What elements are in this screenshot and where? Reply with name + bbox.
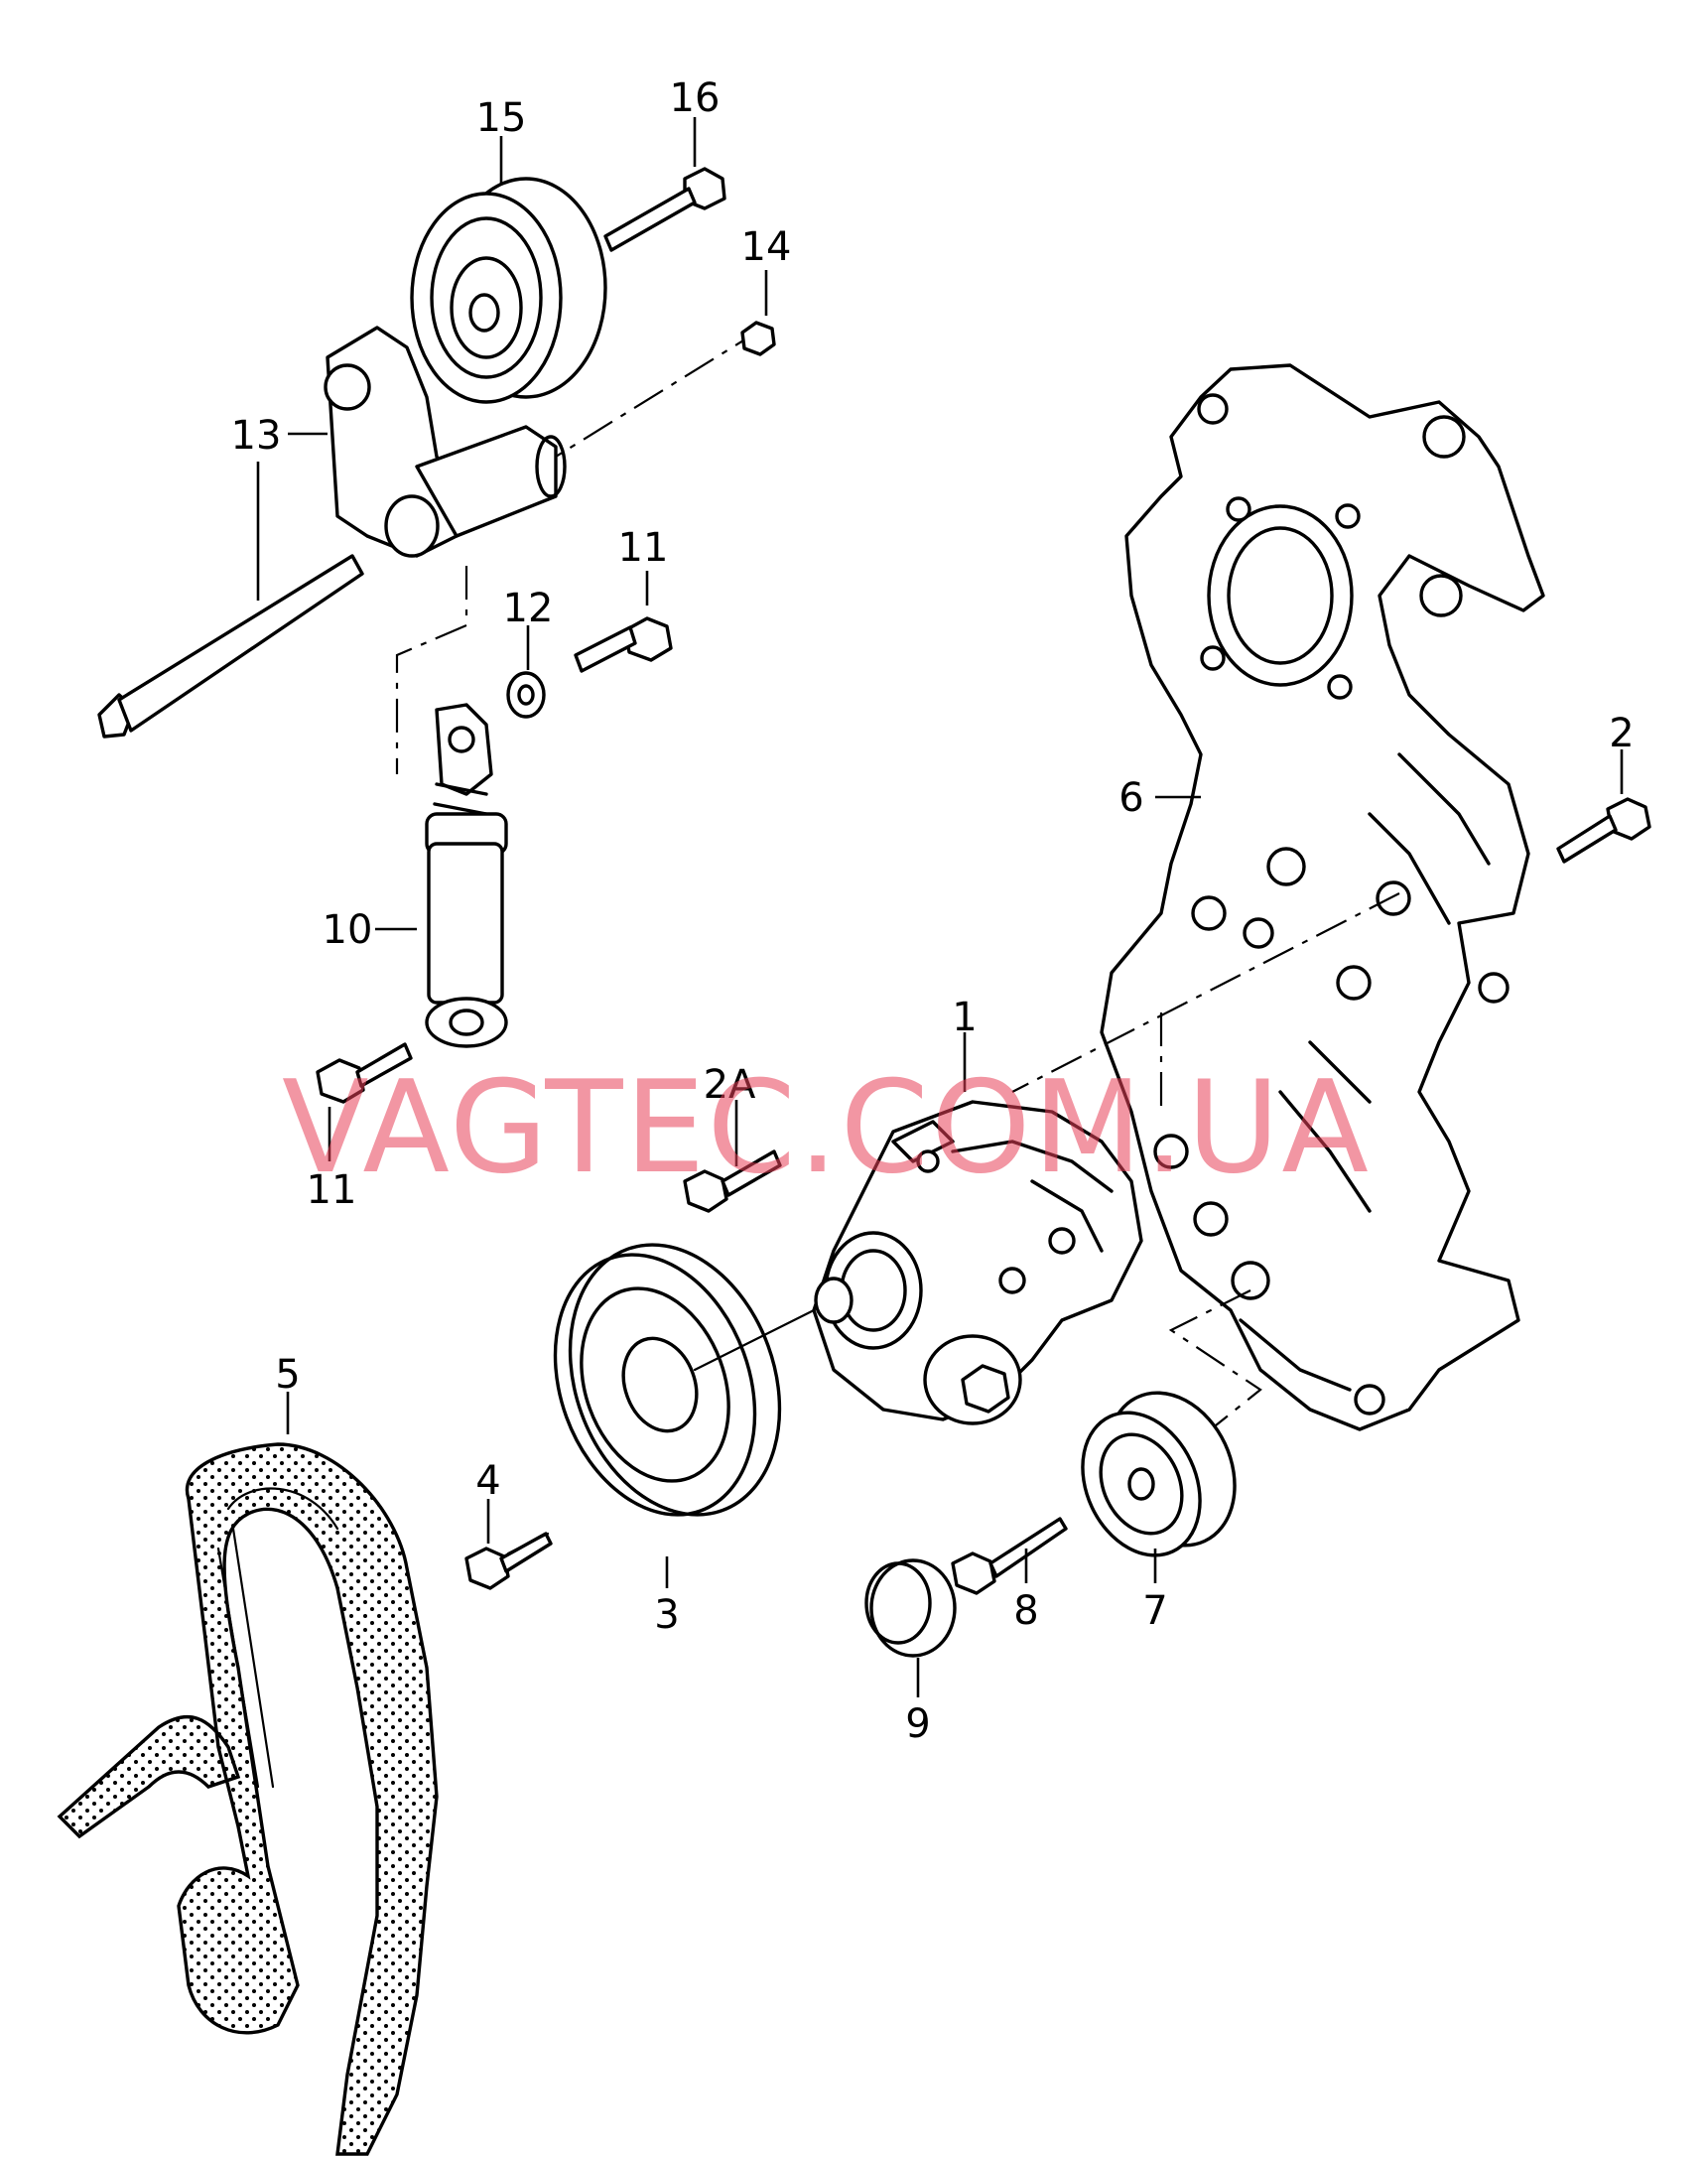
bolt-part-11-upper [574, 616, 673, 673]
callout-5: 5 [275, 1352, 300, 1398]
leader-lines [256, 117, 1624, 1697]
washer-part-12 [506, 671, 546, 719]
cap-part-9 [864, 1558, 957, 1658]
callout-2: 2 [1609, 711, 1634, 756]
bolt-part-16 [603, 167, 726, 252]
bolt-part-2a [683, 1149, 782, 1213]
pulley-part-15 [410, 177, 607, 404]
callout-3: 3 [654, 1592, 679, 1638]
pump-part-1 [812, 1100, 1143, 1425]
bolt-part-8 [951, 1517, 1068, 1595]
watermark: VAGTEC.COM.UA [282, 1054, 1371, 1202]
callout-2a: 2A [704, 1062, 756, 1108]
callout-8: 8 [1013, 1588, 1038, 1634]
belt-part-5 [57, 1442, 439, 2156]
callout-6: 6 [1118, 775, 1143, 821]
bracket-part-6 [1100, 363, 1545, 1431]
callout-13: 13 [231, 413, 282, 459]
callout-11-lower: 11 [307, 1167, 357, 1213]
callout-9: 9 [905, 1701, 930, 1747]
tensioner-arm-part-13 [97, 326, 567, 739]
callout-12: 12 [503, 586, 554, 631]
bolt-part-4 [464, 1499, 553, 1590]
damper-part-10 [425, 703, 508, 1048]
callout-4: 4 [475, 1458, 500, 1504]
callout-15: 15 [476, 95, 527, 141]
bolt-part-11-lower [316, 1042, 413, 1104]
callout-7: 7 [1142, 1588, 1167, 1634]
callout-labels: 1 2 2A 3 4 5 6 7 8 9 10 11 11 12 13 14 1… [231, 75, 1635, 1747]
pulley-part-3 [553, 1243, 816, 1517]
nut-part-14 [740, 321, 776, 356]
bolt-part-2 [1556, 797, 1651, 864]
callout-11-upper: 11 [618, 525, 669, 571]
assembly-lines [395, 327, 1400, 1430]
callout-14: 14 [741, 224, 792, 270]
callout-16: 16 [670, 75, 721, 121]
roller-part-7 [1081, 1391, 1237, 1557]
callout-10: 10 [323, 907, 373, 953]
callout-1: 1 [952, 995, 977, 1040]
